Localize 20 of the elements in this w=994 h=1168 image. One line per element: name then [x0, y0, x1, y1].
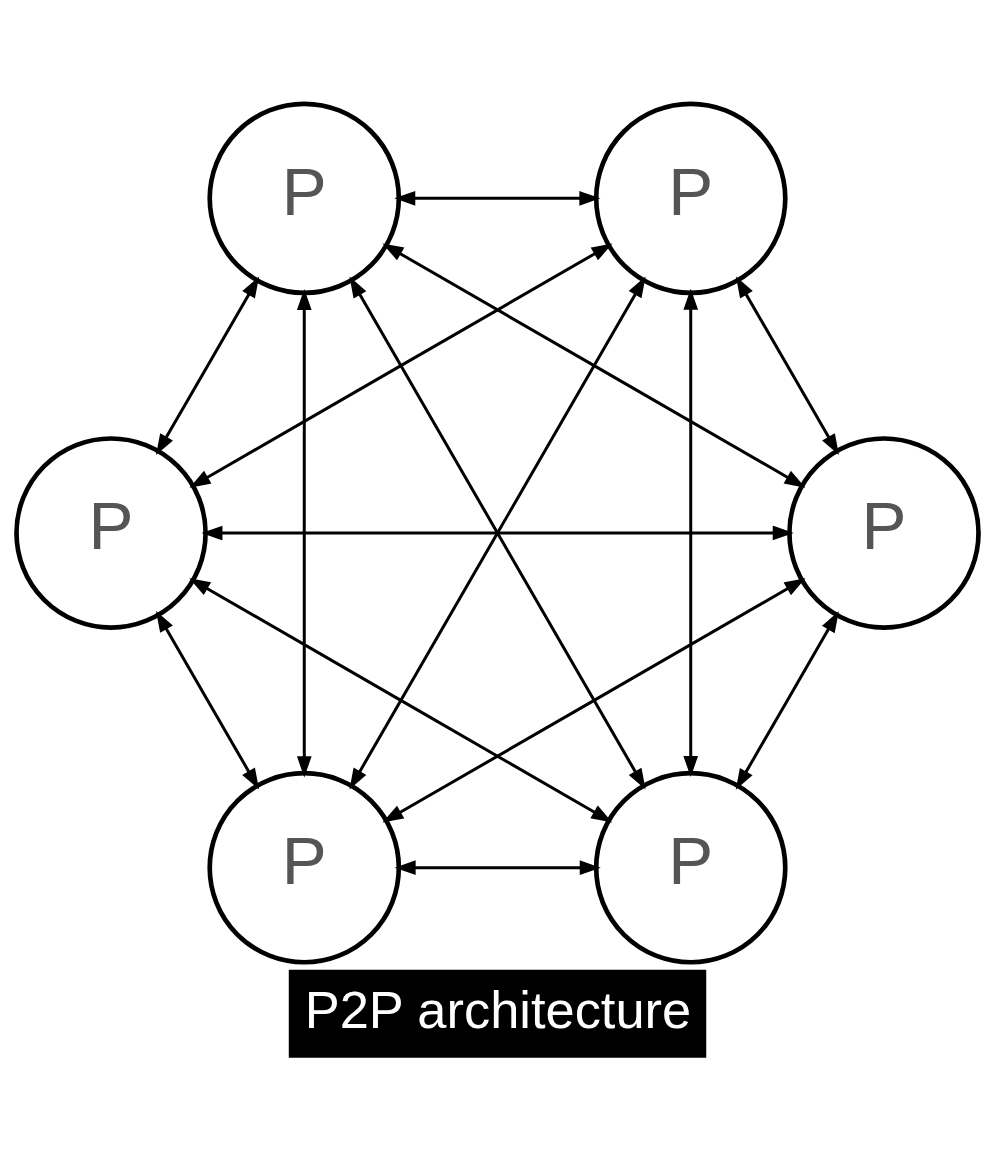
- node-circle: P: [206, 770, 401, 965]
- caption: P2P architecture: [304, 980, 691, 1039]
- node-circle: P: [593, 100, 788, 295]
- node-circle: P: [206, 100, 401, 295]
- arrow: [189, 243, 612, 488]
- arrow: [188, 577, 612, 822]
- arrow: [394, 859, 601, 875]
- arrow: [682, 288, 698, 777]
- arrow: [200, 525, 794, 540]
- arrow: [155, 610, 259, 789]
- arrow: [393, 190, 600, 206]
- arrow: [155, 276, 259, 455]
- node-circle: P: [13, 435, 208, 630]
- arrow: [382, 243, 805, 488]
- node-circle: P: [593, 770, 788, 965]
- arrow: [735, 610, 839, 790]
- node-circle: P: [786, 435, 981, 630]
- arrow: [296, 288, 312, 777]
- arrow: [735, 276, 839, 455]
- arrow: [382, 577, 805, 823]
